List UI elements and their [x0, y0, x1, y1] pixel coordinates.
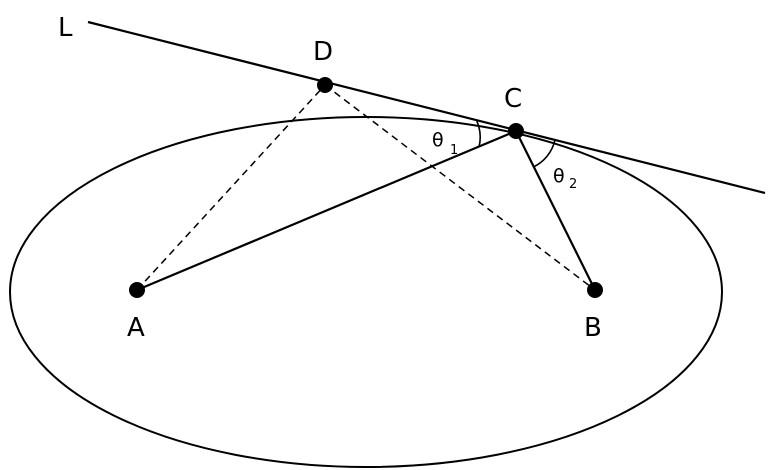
label-theta2: θ [553, 165, 565, 187]
label-d: D [313, 37, 333, 67]
angle-arc-theta2 [533, 140, 556, 168]
label-l: L [58, 13, 73, 43]
label-a: A [127, 313, 145, 343]
tangent-line-l [87, 20, 766, 195]
label-c: C [504, 84, 522, 114]
segment-ac [136, 129, 517, 292]
label-theta1: θ [432, 129, 444, 151]
point-c [508, 123, 524, 139]
label-theta2-subscript: 2 [569, 177, 577, 192]
ellipse [9, 116, 723, 468]
dashed-segment-ad [136, 84, 326, 291]
point-b [587, 282, 603, 298]
label-theta1-subscript: 1 [450, 143, 458, 158]
angle-arc-theta1 [476, 120, 481, 147]
dashed-segment-db [324, 84, 596, 291]
segment-cb [515, 130, 596, 291]
label-b: B [584, 313, 602, 343]
point-d [317, 77, 333, 93]
point-a [129, 282, 145, 298]
